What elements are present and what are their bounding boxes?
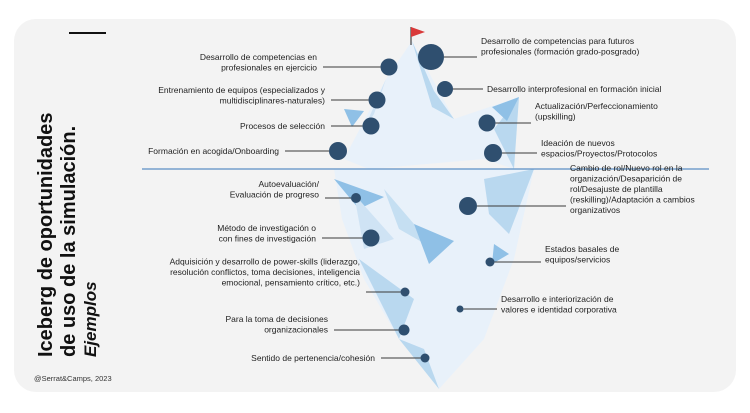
item-dot [362, 117, 380, 135]
item-label-line: organización/Desaparición de [570, 174, 682, 184]
iceberg-item: Formación en acogida/Onboarding [148, 142, 347, 160]
iceberg-item: Para la toma de decisionesorganizacional… [225, 314, 410, 336]
iceberg-diagram: Iceberg de oportunidades de uso de la si… [34, 27, 709, 389]
item-label-line: Ideación de nuevos [541, 138, 615, 148]
item-label-line: Evaluación de progreso [230, 189, 320, 199]
item-label-line: organizacionales [264, 324, 328, 334]
item-label-line: Adquisición y desarrollo de power-skills… [170, 257, 360, 267]
iceberg-item: Autoevaluación/Evaluación de progreso [230, 179, 361, 203]
item-label-line: Entrenamiento de equipos (especializados… [158, 85, 326, 95]
item-label-line: Desarrollo e interiorización de [501, 294, 614, 304]
item-label-line: profesionales en ejercicio [221, 62, 317, 72]
item-label-line: valores e identidad corporativa [501, 304, 617, 314]
item-dot [437, 81, 453, 97]
item-label-line: profesionales (formación grado-posgrado) [481, 46, 639, 56]
item-label-line: Desarrollo de competencias en [200, 52, 317, 62]
iceberg-items: Desarrollo de competencias enprofesional… [148, 36, 695, 363]
item-dot [398, 324, 410, 336]
item-label-line: Método de investigación o [217, 223, 316, 233]
item-label-line: resolución conflictos, toma decisiones, … [170, 267, 360, 277]
iceberg-item: Entrenamiento de equipos (especializados… [158, 85, 386, 109]
infographic-card: Iceberg de oportunidades de uso de la si… [14, 19, 736, 392]
iceberg-item: Desarrollo de competencias para futurosp… [418, 36, 639, 70]
iceberg-item: Desarrollo interprofesional en formación… [437, 81, 661, 97]
item-label-line: Sentido de pertenencia/cohesión [251, 353, 375, 363]
item-label-line: Estados basales de [545, 244, 619, 254]
credit-text: @Serrat&Camps, 2023 [34, 374, 112, 383]
item-dot [368, 91, 386, 109]
item-label-line: Cambio de rol/Nuevo rol en la [570, 163, 683, 173]
title-subtitle: Ejemplos [81, 281, 100, 357]
iceberg-item: Desarrollo de competencias enprofesional… [200, 52, 398, 76]
iceberg-tip [344, 41, 519, 169]
item-label-line: Formación en acogida/Onboarding [148, 146, 279, 156]
iceberg-item: Procesos de selección [240, 117, 380, 135]
item-dot [459, 197, 477, 215]
item-label-line: equipos/servicios [545, 254, 610, 264]
vertical-title: Iceberg de oportunidades de uso de la si… [35, 113, 100, 357]
item-label-line: Desarrollo interprofesional en formación… [487, 84, 661, 94]
item-label-line: (upskilling) [535, 111, 576, 121]
item-label-line: (reskilling)/Adaptación a cambios [570, 195, 695, 205]
item-dot [478, 114, 496, 132]
item-dot [456, 305, 464, 313]
item-dot [420, 353, 430, 363]
item-label-line: Procesos de selección [240, 121, 325, 131]
item-label-line: Desarrollo de competencias para futuros [481, 36, 634, 46]
item-label-line: rol/Desajuste de plantilla [570, 184, 663, 194]
item-label-line: organizativos [570, 205, 620, 215]
iceberg-item: Ideación de nuevosespacios/Proyectos/Pro… [484, 138, 657, 162]
item-dot [329, 142, 347, 160]
iceberg-item: Actualización/Perfeccionamiento(upskilli… [478, 101, 658, 132]
summit-flag [410, 27, 425, 45]
item-dot [484, 144, 502, 162]
item-label-line: espacios/Proyectos/Protocolos [541, 148, 657, 158]
iceberg-submerged [334, 169, 534, 389]
iceberg-item: Cambio de rol/Nuevo rol en laorganizació… [459, 163, 695, 215]
item-label-line: Autoevaluación/ [259, 179, 320, 189]
item-label-line: Para la toma de decisiones [225, 314, 328, 324]
item-label-line: con fines de investigación [219, 233, 317, 243]
title-line-2: de uso de la simulación. [58, 126, 80, 357]
item-label-line: Actualización/Perfeccionamiento [535, 101, 658, 111]
item-dot [418, 44, 444, 70]
item-label-line: multidisciplinares-naturales) [220, 95, 326, 105]
item-label-line: emocional, pensamiento crítico, etc.) [222, 278, 361, 288]
iceberg-item: Sentido de pertenencia/cohesión [251, 353, 430, 363]
item-dot [485, 257, 495, 267]
title-line-1: Iceberg de oportunidades [35, 113, 57, 357]
item-dot [351, 193, 361, 203]
item-dot [380, 58, 398, 76]
iceberg-item: Adquisición y desarrollo de power-skills… [170, 257, 410, 297]
item-dot [362, 229, 380, 247]
item-dot [400, 287, 410, 297]
